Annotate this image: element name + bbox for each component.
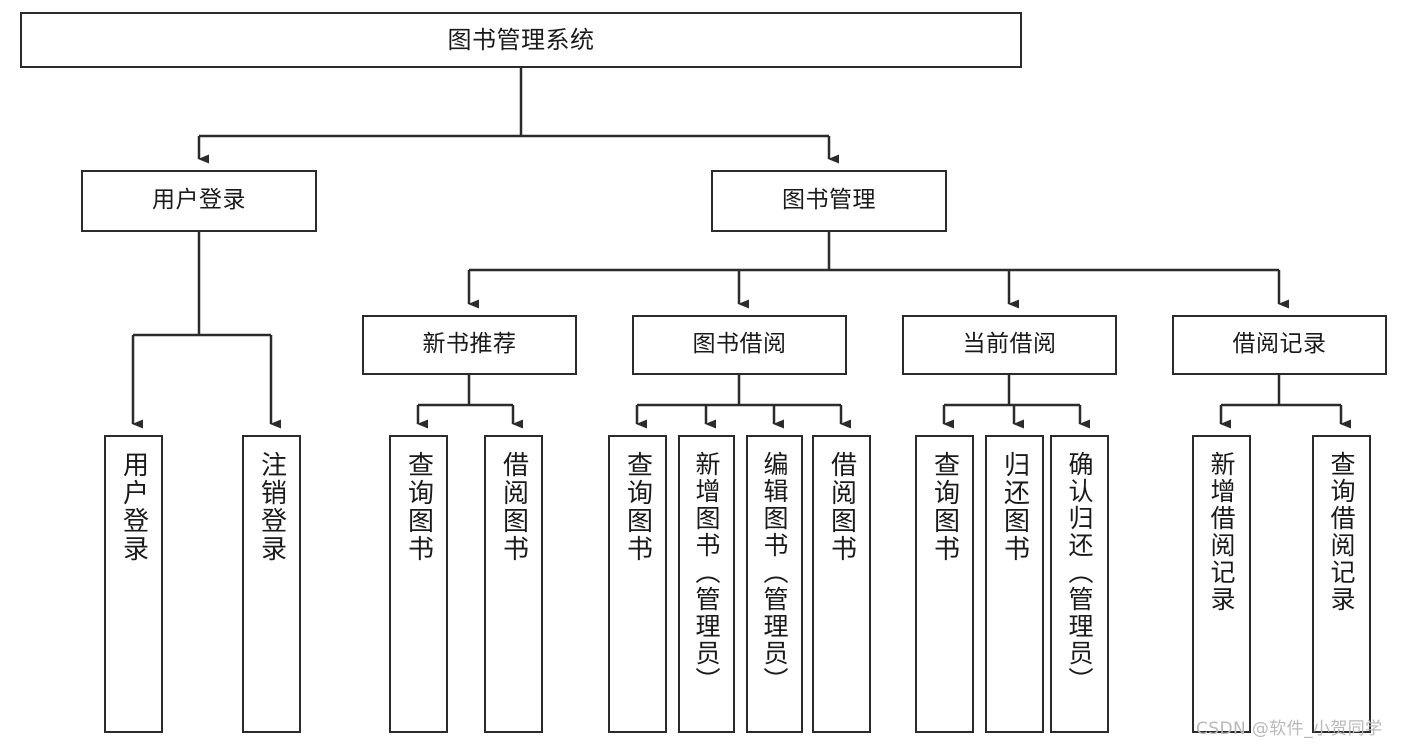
node-label: 新增图书（管理员） [692, 451, 721, 694]
node-label: 借阅记录 [1232, 331, 1327, 358]
node-label: 归还图书 [999, 451, 1030, 563]
node-book-management-system[interactable]: 图书管理系统 [20, 12, 1022, 68]
node-new-book-recommend[interactable]: 新书推荐 [362, 315, 577, 375]
watermark-text: CSDN @软件_小贺同学 [1196, 719, 1383, 739]
node-leaf-query-book-current[interactable]: 查询图书 [915, 435, 974, 733]
node-book-management[interactable]: 图书管理 [711, 170, 947, 232]
node-user-login[interactable]: 用户登录 [81, 170, 317, 232]
node-leaf-add-borrow-record[interactable]: 新增借阅记录 [1192, 435, 1251, 733]
node-label: 查询图书 [622, 451, 653, 563]
node-label: 确认归还（管理员） [1065, 451, 1094, 694]
node-leaf-query-borrow-record[interactable]: 查询借阅记录 [1312, 435, 1371, 733]
node-label: 用户登录 [118, 451, 149, 563]
node-borrow-record[interactable]: 借阅记录 [1172, 315, 1387, 375]
node-leaf-user-logout[interactable]: 注销登录 [242, 435, 301, 733]
node-label: 图书管理 [782, 187, 876, 214]
node-label: 查询借阅记录 [1327, 451, 1356, 613]
node-leaf-return-book[interactable]: 归还图书 [985, 435, 1044, 733]
node-label: 图书借阅 [692, 331, 787, 358]
node-label: 注销登录 [256, 451, 287, 563]
node-label: 新增借阅记录 [1207, 451, 1236, 613]
node-leaf-query-book-recommend[interactable]: 查询图书 [389, 435, 448, 733]
node-label: 当前借阅 [962, 331, 1057, 358]
node-label: 编辑图书（管理员） [760, 451, 789, 694]
node-label: 图书管理系统 [447, 25, 595, 54]
node-leaf-borrow-book-borrow[interactable]: 借阅图书 [812, 435, 871, 733]
node-label: 用户登录 [152, 187, 246, 214]
node-leaf-add-book-admin[interactable]: 新增图书（管理员） [678, 435, 735, 733]
node-current-borrow[interactable]: 当前借阅 [902, 315, 1117, 375]
node-label: 借阅图书 [826, 451, 857, 563]
node-leaf-query-book-borrow[interactable]: 查询图书 [608, 435, 667, 733]
node-leaf-edit-book-admin[interactable]: 编辑图书（管理员） [746, 435, 803, 733]
node-book-borrow[interactable]: 图书借阅 [632, 315, 847, 375]
node-leaf-confirm-return-admin[interactable]: 确认归还（管理员） [1050, 435, 1109, 733]
node-leaf-borrow-book-recommend[interactable]: 借阅图书 [484, 435, 543, 733]
node-leaf-user-login[interactable]: 用户登录 [104, 435, 163, 733]
node-label: 借阅图书 [498, 451, 529, 563]
node-label: 新书推荐 [422, 331, 517, 358]
node-label: 查询图书 [403, 451, 434, 563]
node-label: 查询图书 [929, 451, 960, 563]
